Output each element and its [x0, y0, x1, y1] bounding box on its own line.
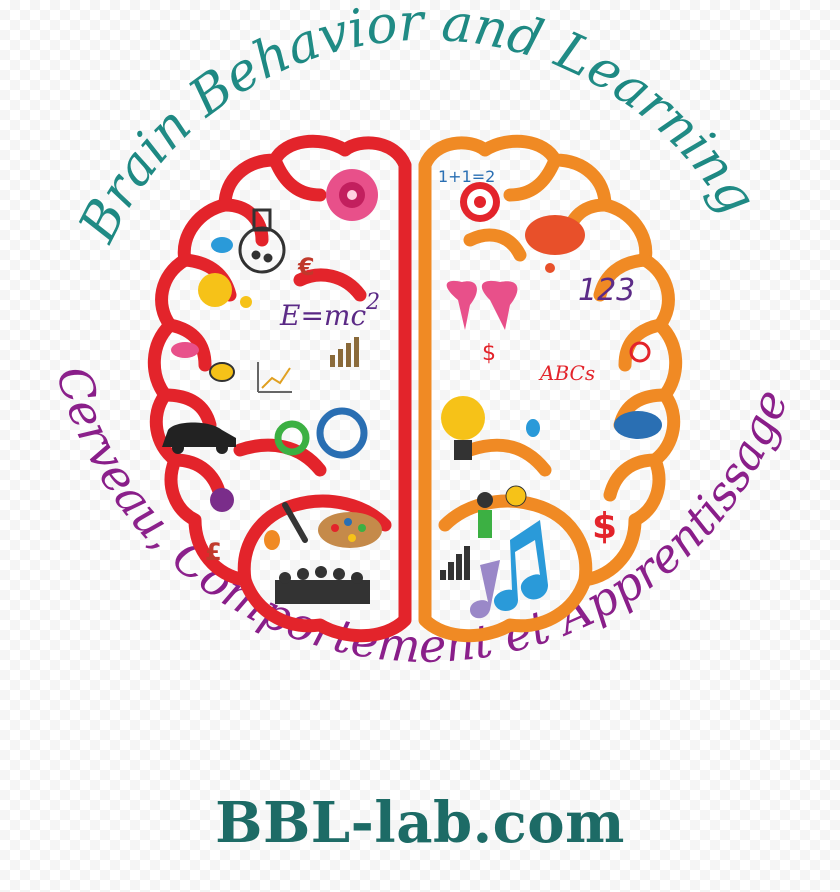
line-chart-icon — [257, 362, 292, 393]
lips-icon — [171, 342, 199, 358]
website-url: BBL-lab.com — [215, 790, 625, 856]
palette-icon — [318, 512, 382, 548]
arc-title-top: Brain Behavior and Learning — [67, 0, 768, 252]
target-icon — [460, 182, 500, 222]
math-text: 1+1=2 — [438, 167, 495, 186]
flask-icon — [238, 208, 286, 274]
bee-icon — [209, 362, 235, 382]
chat-bubble-icon — [614, 411, 662, 439]
dollar-symbol-large: $ — [592, 506, 617, 547]
flower-icon — [326, 169, 378, 221]
car-icon — [162, 422, 236, 454]
pound-symbol: £ — [205, 538, 222, 566]
bar-growth-icon — [330, 337, 359, 367]
stairs-icon — [440, 546, 470, 580]
formula-text: E=mc2 — [279, 290, 380, 332]
splat-icon — [210, 488, 234, 512]
balloons-icon — [264, 530, 280, 550]
sun-icon — [198, 273, 252, 308]
gears-icon — [274, 407, 368, 459]
dollar-symbol-small: $ — [482, 341, 496, 366]
cloud-icon — [525, 215, 585, 273]
right-hemisphere — [418, 134, 683, 643]
lightbulb-icon — [441, 396, 485, 460]
paintbrush-icon — [282, 502, 308, 543]
numbers-text: 123 — [578, 273, 635, 308]
small-sun-icon — [629, 341, 651, 363]
letters-text: ABCs — [538, 361, 595, 385]
purple-note-icon — [470, 560, 500, 619]
speech-bubble-icon — [211, 237, 233, 253]
hearts-icon — [446, 280, 518, 330]
balloon-icon — [526, 419, 540, 437]
teacher-icon — [477, 485, 527, 538]
audience-icon — [275, 566, 370, 604]
left-hemisphere — [147, 134, 412, 643]
music-notes-icon — [493, 520, 548, 612]
euro-symbol: € — [297, 253, 315, 281]
